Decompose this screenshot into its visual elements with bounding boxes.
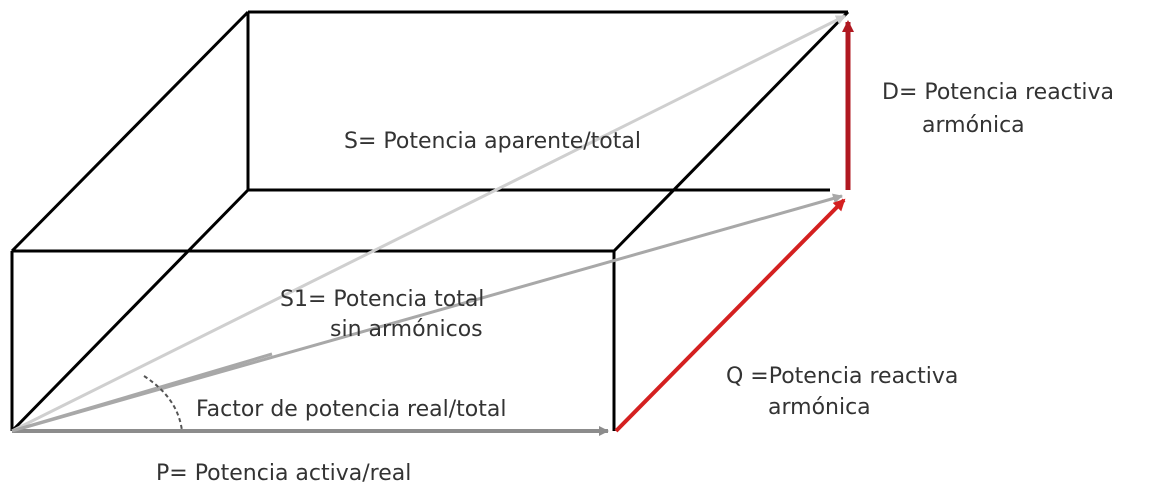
label-d-line1: D= Potencia reactiva	[882, 80, 1114, 105]
inner-ray	[11, 352, 273, 433]
edge-back-bottom-left	[10, 188, 250, 433]
label-s-total: S= Potencia aparente/total	[344, 129, 641, 154]
power-factor-angle-arc	[143, 375, 183, 432]
q-reactive-power-vector	[614, 198, 846, 433]
label-factor: Factor de potencia real/total	[196, 397, 506, 422]
s-apparent-power-vector	[11, 14, 846, 433]
label-s1-line2: sin armónicos	[330, 317, 483, 342]
s1-total-power-vector	[11, 193, 843, 433]
edge-top-left	[10, 10, 250, 253]
edge-top-right	[612, 10, 850, 253]
label-s1-line1: S1= Potencia total	[280, 287, 484, 312]
label-d-line2: armónica	[922, 113, 1025, 138]
label-q-line1: Q =Potencia reactiva	[726, 364, 958, 389]
box-edges	[10, 10, 850, 433]
label-p: P= Potencia activa/real	[156, 461, 411, 486]
label-q-line2: armónica	[768, 395, 871, 420]
